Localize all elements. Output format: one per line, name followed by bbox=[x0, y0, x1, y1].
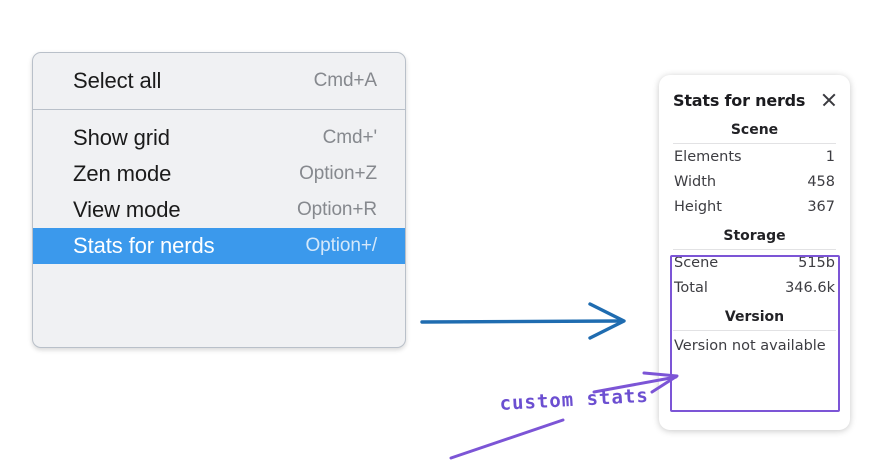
menu-item-label: Select all bbox=[73, 68, 162, 93]
section-divider bbox=[673, 330, 836, 331]
version-note: Version not available bbox=[674, 338, 826, 354]
stat-label: Height bbox=[674, 199, 722, 215]
menu-item-shortcut: Option+/ bbox=[305, 235, 377, 256]
stat-label: Total bbox=[674, 280, 708, 296]
menu-item-shortcut: Cmd+A bbox=[313, 70, 377, 91]
menu-item-label: View mode bbox=[73, 197, 181, 222]
context-menu[interactable]: Select all Cmd+A Show grid Cmd+' Zen mod… bbox=[32, 52, 406, 348]
section-heading-version: Version bbox=[724, 309, 785, 325]
menu-item-shortcut: Option+R bbox=[297, 199, 377, 220]
menu-item-stats-for-nerds[interactable]: Stats for nerds Option+/ bbox=[33, 228, 405, 264]
blue-arrow-annotation bbox=[420, 302, 626, 340]
menu-item-show-grid[interactable]: Show grid Cmd+' bbox=[33, 120, 405, 156]
menu-group-1: Select all Cmd+A bbox=[33, 53, 405, 109]
section-divider bbox=[673, 249, 836, 250]
stat-label: Width bbox=[674, 174, 717, 190]
stat-value: 458 bbox=[807, 174, 835, 190]
menu-group-2: Show grid Cmd+' Zen mode Option+Z View m… bbox=[33, 110, 405, 264]
menu-item-view-mode[interactable]: View mode Option+R bbox=[33, 192, 405, 228]
stat-row-elements: Elements 1 bbox=[669, 144, 840, 169]
stat-label: Scene bbox=[674, 255, 719, 271]
menu-item-zen-mode[interactable]: Zen mode Option+Z bbox=[33, 156, 405, 192]
stat-value: 1 bbox=[825, 149, 835, 165]
stat-row-height: Height 367 bbox=[669, 194, 840, 219]
section-heading-scene: Scene bbox=[730, 122, 779, 138]
menu-item-shortcut: Cmd+' bbox=[322, 127, 377, 148]
stat-row-total-storage: Total 346.6k bbox=[669, 275, 840, 300]
stats-for-nerds-panel: Stats for nerds Scene Elements 1 Width 4… bbox=[659, 75, 850, 430]
panel-header: Stats for nerds bbox=[669, 85, 840, 113]
annotation-label-custom-stats: custom stats bbox=[499, 384, 650, 415]
stat-label: Elements bbox=[674, 149, 742, 165]
stat-row-scene-storage: Scene 515b bbox=[669, 250, 840, 275]
menu-item-shortcut: Option+Z bbox=[299, 163, 377, 184]
menu-item-label: Show grid bbox=[73, 125, 170, 150]
section-heading-storage: Storage bbox=[723, 228, 786, 244]
menu-item-label: Zen mode bbox=[73, 161, 172, 186]
stat-value: 346.6k bbox=[785, 280, 835, 296]
stat-value: 367 bbox=[807, 199, 835, 215]
panel-title: Stats for nerds bbox=[673, 90, 806, 110]
close-icon[interactable] bbox=[820, 91, 838, 109]
menu-item-label: Stats for nerds bbox=[73, 233, 215, 258]
menu-item-select-all[interactable]: Select all Cmd+A bbox=[33, 63, 405, 99]
stat-row-width: Width 458 bbox=[669, 169, 840, 194]
purple-arrow-annotation bbox=[592, 371, 679, 394]
menu-separator bbox=[33, 109, 405, 110]
stat-value: 515b bbox=[798, 255, 835, 271]
purple-underline-annotation bbox=[449, 418, 565, 460]
section-divider bbox=[673, 143, 836, 144]
